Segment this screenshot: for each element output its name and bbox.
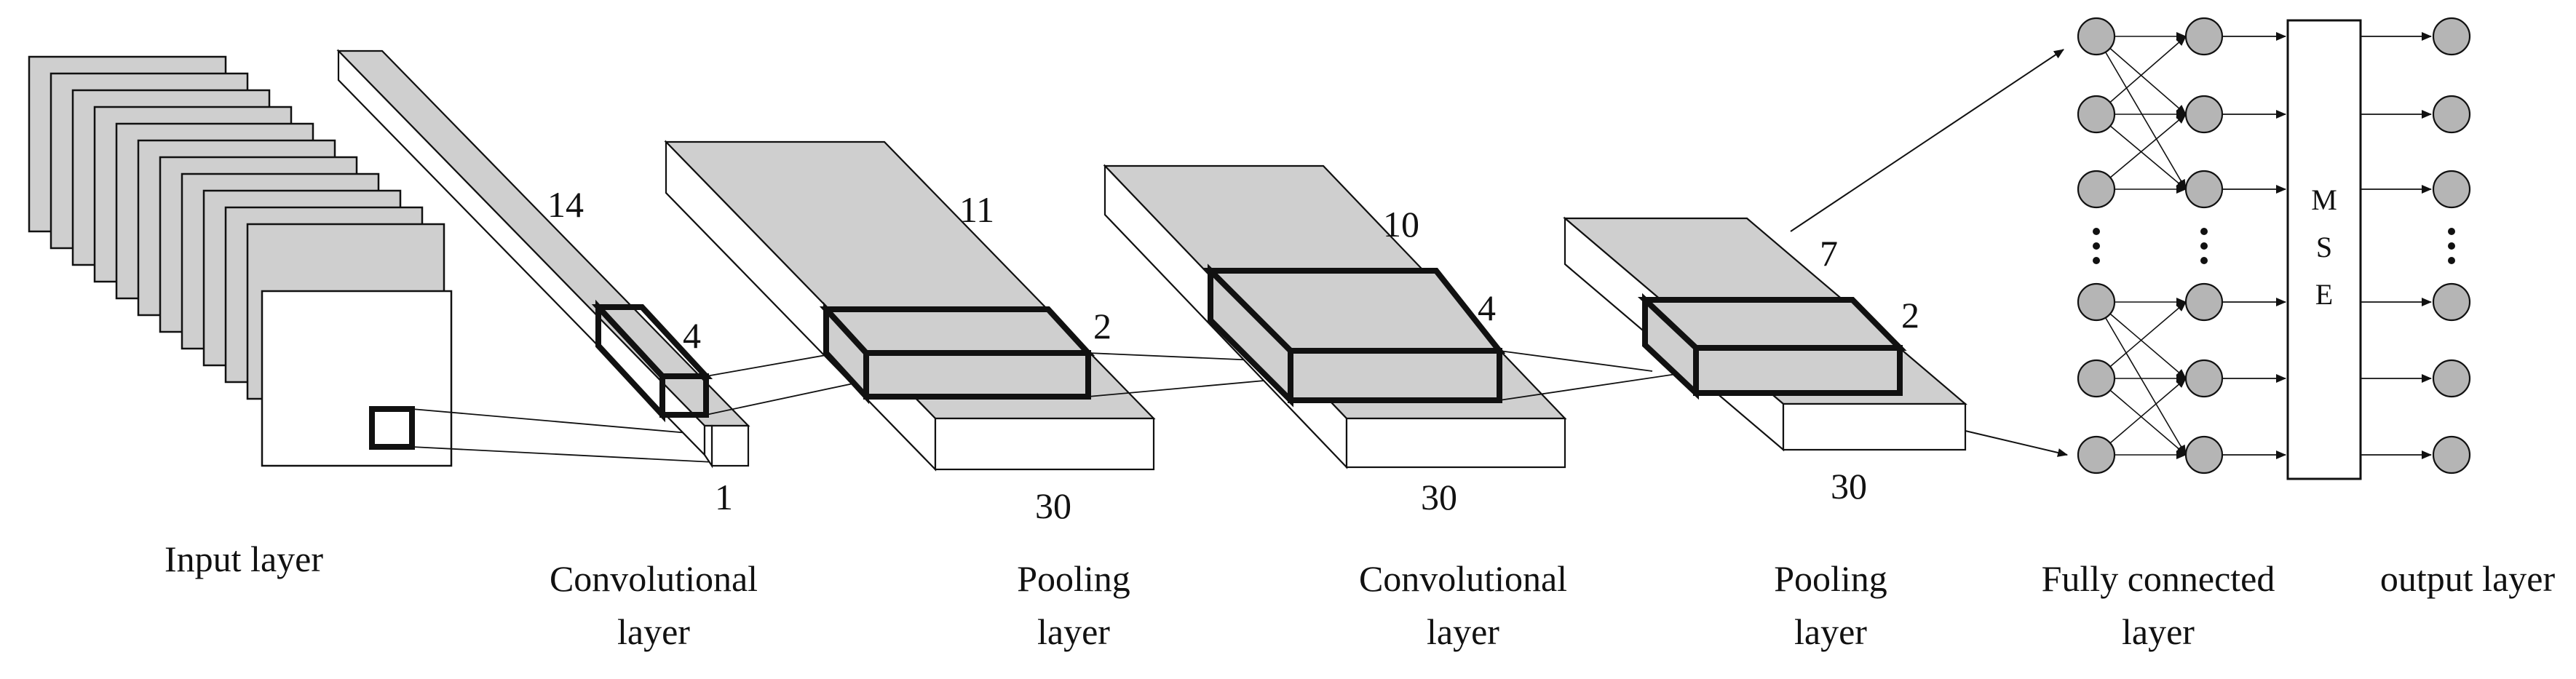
conv2-depth-label: 30 [1421,477,1457,517]
connection-lines-conv2-pool2 [1499,350,1697,401]
fc-ellipsis-dots [2093,228,2455,264]
caption-fc-line1: Fully connected [2042,558,2275,599]
caption-pool2-line2: layer [1794,611,1867,652]
conv2-kernel-label: 4 [1478,287,1496,328]
pool1-kernel-label: 2 [1093,306,1111,346]
output-layer-nodes [2432,17,2471,474]
fc-nodes-column-2 [2184,17,2224,474]
mse-letter-m: M [2311,183,2337,216]
mse-to-output-arrows [2361,32,2432,459]
caption-conv1-line1: Convolutional [550,558,758,599]
caption-output-layer: output layer [2380,558,2556,599]
caption-fc-line2: layer [2122,611,2195,652]
fc-to-mse-arrows [2222,32,2286,459]
pool2-kernel-label: 2 [1901,295,1919,335]
conv1-kernel-label: 4 [683,315,701,356]
pool1-depth-label: 30 [1035,485,1071,526]
conv2-length-label: 10 [1383,204,1419,245]
caption-pool2-line1: Pooling [1774,558,1887,599]
input-layer-stack [28,55,453,467]
projection-lines-input [411,408,714,463]
caption-conv2-line2: layer [1427,611,1499,652]
pool1-kernel-box [819,301,1095,405]
conv1-length-label: 14 [547,184,584,225]
caption-pool1-line2: layer [1037,611,1110,652]
fc-nodes-column-1 [2077,17,2116,474]
flatten-arrows [1790,49,2068,457]
connection-lines-pool1-conv2 [1087,352,1289,397]
caption-conv1-line2: layer [617,611,690,652]
conv1-block [336,49,750,469]
pool2-depth-label: 30 [1831,466,1867,507]
mse-letter-s: S [2316,231,2332,263]
pool1-length-label: 11 [959,189,994,230]
pool2-length-label: 7 [1820,233,1838,274]
caption-conv2-line1: Convolutional [1359,558,1567,599]
caption-input-layer: Input layer [165,539,323,579]
caption-pool1-line1: Pooling [1017,558,1130,599]
pool2-kernel-box [1637,293,1907,400]
conv1-depth-label: 1 [715,477,733,517]
mse-box [2286,19,2362,480]
fc-connections [2096,32,2187,459]
input-kernel-window [369,406,415,450]
conv2-kernel-box [1203,263,1506,408]
mse-letter-e: E [2315,278,2333,311]
